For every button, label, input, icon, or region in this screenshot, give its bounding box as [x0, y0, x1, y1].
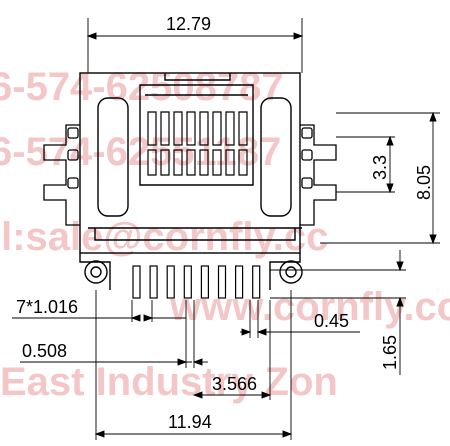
dim-vertical-short: 3.3 [370, 155, 390, 180]
contact-7 [225, 111, 235, 176]
pin-7 [235, 265, 244, 299]
pin-3 [166, 265, 175, 299]
watermark-line-4: www.cornfly.co [169, 285, 450, 329]
right-latch [300, 124, 337, 226]
side-latches [43, 124, 337, 226]
top-recess [164, 73, 231, 81]
dim-top-width: 12.79 [166, 14, 211, 34]
contact-6 [212, 111, 222, 176]
pin-6 [217, 265, 227, 299]
contact-2 [160, 111, 170, 176]
pin-1 [132, 265, 141, 299]
dim-bottom-width: 11.94 [168, 412, 212, 432]
connector-body [79, 72, 302, 254]
right-mount-hole [279, 260, 303, 284]
contact-4 [186, 111, 196, 176]
contact-1 [147, 111, 157, 176]
watermark-line-5: East Industry Zon [0, 360, 338, 404]
pins [132, 265, 261, 299]
pin-8 [252, 265, 261, 299]
contact-5 [199, 111, 209, 176]
dim-pin-length: 1.65 [380, 335, 400, 370]
right-window [260, 97, 292, 217]
contact-3 [173, 111, 183, 176]
pin-5 [200, 265, 209, 299]
housing-outline [79, 72, 301, 254]
watermark-line-1: 6-574-62508787 [0, 65, 284, 109]
left-window [97, 97, 129, 217]
left-latch [43, 124, 80, 226]
contact-8 [238, 111, 248, 176]
left-mount-hole [84, 260, 108, 284]
dim-pitch: 7*1.016 [16, 297, 78, 317]
dim-pin-width: 0.45 [314, 311, 349, 331]
plug-opening [139, 84, 254, 186]
dim-offset: 0.508 [22, 341, 67, 361]
contact-fingers [147, 111, 248, 176]
dim-vertical-long: 8.05 [414, 165, 434, 200]
dim-center-offset: 3.566 [212, 374, 257, 394]
dimension-lines [12, 18, 440, 440]
watermark-line-3: il:sale@cornfly.cc [0, 215, 328, 259]
bottom-flange [79, 253, 303, 290]
pin-4 [183, 265, 192, 299]
pin-2 [149, 265, 158, 299]
